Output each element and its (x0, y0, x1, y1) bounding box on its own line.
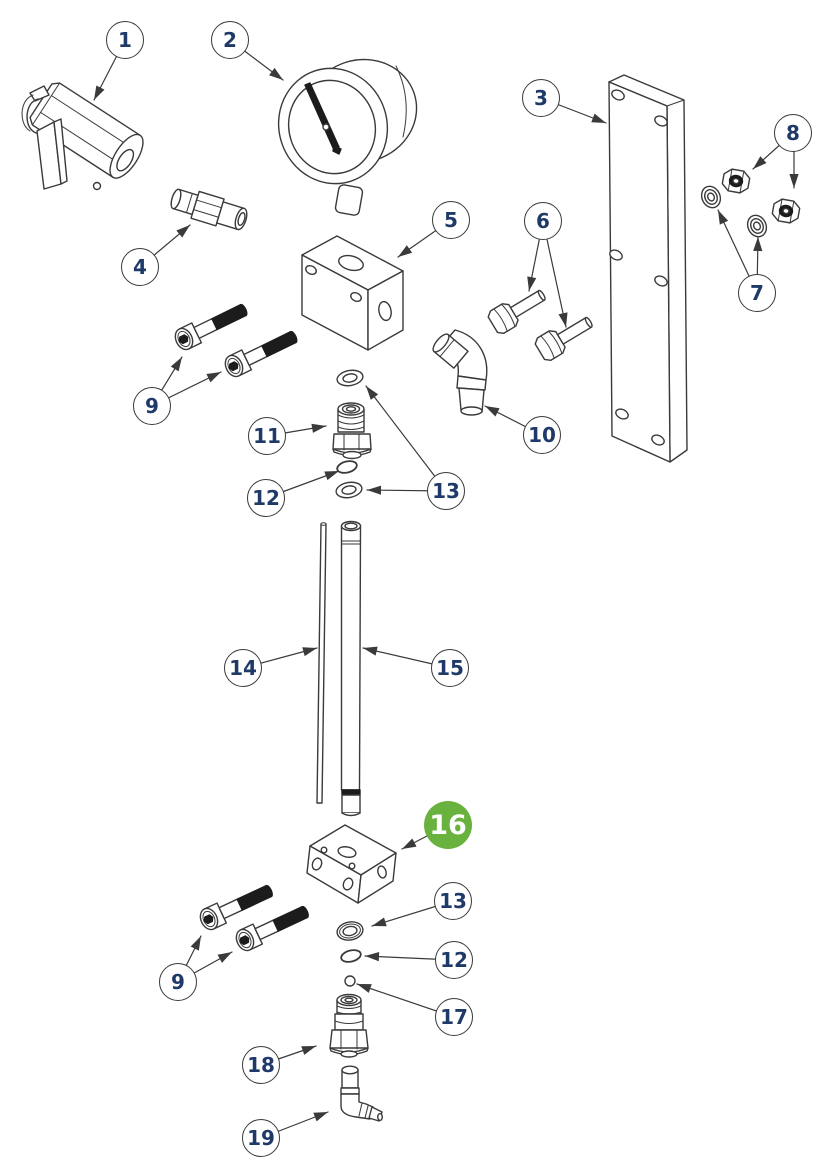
part-18-coupler-fitting-drawing (329, 993, 369, 1058)
leader-arrowhead (302, 647, 317, 657)
callout-19[interactable]: 19 (242, 1119, 280, 1157)
part-5-manifold-block-drawing (301, 235, 404, 351)
callout-15[interactable]: 15 (431, 649, 469, 687)
callout-4[interactable]: 4 (121, 248, 159, 286)
callout-7-number: 7 (750, 281, 764, 305)
callout-4-number: 4 (133, 255, 147, 279)
leader-arrowhead (363, 646, 378, 656)
callout-2-number: 2 (223, 28, 237, 52)
callout-11[interactable]: 11 (248, 417, 286, 455)
callout-6-number: 6 (536, 209, 550, 233)
leader-arrowhead (366, 386, 379, 400)
leader-arrowhead (190, 936, 201, 951)
leader-arrowhead (94, 85, 105, 100)
callout-13-lower[interactable]: 13 (434, 882, 472, 920)
leader-arrowhead (372, 917, 387, 927)
leader-arrowhead (591, 113, 606, 123)
callout-10-number: 10 (528, 423, 556, 447)
part-2-pressure-gauge-drawing (277, 58, 418, 216)
leader-arrowhead (301, 1046, 316, 1055)
part-12-o-ring-upper-drawing (336, 460, 358, 474)
callout-13-upper-number: 13 (432, 479, 460, 503)
part-9-socket-screws-upper-drawing (174, 303, 298, 378)
callout-8-number: 8 (786, 121, 800, 145)
leader-arrowhead (269, 67, 283, 80)
leader-arrowhead (485, 406, 500, 417)
part-17-ball-drawing (344, 975, 356, 987)
part-9-socket-screws-lower-drawing (199, 884, 309, 952)
callout-1-number: 1 (118, 28, 132, 52)
leader-arrowhead (365, 952, 380, 962)
callout-3[interactable]: 3 (522, 79, 560, 117)
part-8-hex-nuts-drawing (721, 168, 801, 224)
callout-2[interactable]: 2 (211, 21, 249, 59)
leader-arrowhead (367, 485, 382, 495)
callout-16-highlighted[interactable]: 16 (424, 801, 472, 849)
leader-arrowhead (311, 423, 326, 433)
callout-9-upper[interactable]: 9 (133, 387, 171, 425)
callout-13-upper[interactable]: 13 (427, 472, 465, 510)
leader-arrowhead (558, 312, 568, 327)
part-11-coupler-fitting-drawing (332, 402, 372, 460)
callout-7[interactable]: 7 (738, 274, 776, 312)
part-16-manifold-block-lower-drawing (306, 824, 397, 904)
part-14-rod-drawing (316, 522, 327, 804)
part-13-washer-lower-drawing (336, 921, 364, 941)
callout-8[interactable]: 8 (774, 114, 812, 152)
part-19-elbow-fitting-drawing (340, 1065, 384, 1122)
callout-16-number: 16 (429, 809, 467, 841)
callout-12-upper-number: 12 (252, 486, 280, 510)
callout-19-number: 19 (247, 1126, 275, 1150)
part-12-o-ring-lower-drawing (340, 949, 362, 963)
leader-arrowhead (324, 471, 339, 481)
leader-arrowhead (789, 174, 799, 188)
callout-18[interactable]: 18 (242, 1046, 280, 1084)
callout-10[interactable]: 10 (523, 416, 561, 454)
callout-18-number: 18 (247, 1053, 275, 1077)
callout-12-lower[interactable]: 12 (435, 941, 473, 979)
callout-3-number: 3 (534, 86, 548, 110)
callout-17[interactable]: 17 (435, 998, 473, 1036)
callout-1[interactable]: 1 (106, 21, 144, 59)
part-10-elbow-fitting-drawing (432, 329, 488, 416)
callout-14[interactable]: 14 (224, 649, 262, 687)
part-4-hex-nipple-drawing (170, 188, 248, 231)
callout-12-upper[interactable]: 12 (247, 479, 285, 517)
leader-arrowhead (170, 357, 182, 372)
leader-arrowhead (718, 210, 729, 225)
leader-arrowhead (398, 245, 413, 257)
leader-arrowhead (206, 372, 221, 383)
leader-arrowhead (176, 225, 190, 238)
callout-9-upper-number: 9 (145, 394, 159, 418)
callout-6[interactable]: 6 (524, 202, 562, 240)
callout-9-lower[interactable]: 9 (159, 963, 197, 1001)
callout-15-number: 15 (436, 656, 464, 680)
callout-9-lower-number: 9 (171, 970, 185, 994)
callout-11-number: 11 (253, 424, 281, 448)
callout-14-number: 14 (229, 656, 257, 680)
leader-arrowhead (527, 276, 537, 291)
leader-arrowhead (217, 952, 232, 963)
callout-13-lower-number: 13 (439, 889, 467, 913)
callout-17-number: 17 (440, 1005, 468, 1029)
part-1-valve-handle-drawing (21, 82, 144, 191)
leader-arrowhead (313, 1112, 328, 1122)
part-7-washers-drawing (700, 185, 768, 238)
leader-arrowhead (753, 156, 767, 169)
part-13-washer-upper-drawing (335, 369, 364, 499)
callout-5[interactable]: 5 (432, 201, 470, 239)
callout-12-lower-number: 12 (440, 948, 468, 972)
leader-arrowhead (753, 237, 763, 252)
callout-5-number: 5 (444, 208, 458, 232)
leader-arrowhead (402, 838, 417, 849)
part-15-tube-drawing (340, 520, 362, 817)
leader-arrowhead (357, 984, 372, 993)
part-6-hex-bolts-drawing (487, 289, 593, 361)
part-3-mounting-plate-drawing (608, 74, 688, 463)
